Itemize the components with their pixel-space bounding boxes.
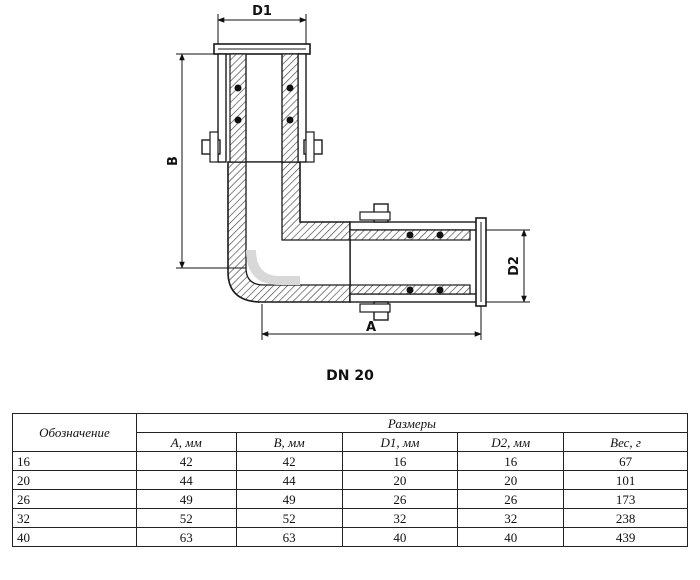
cell-d1: 16 [341,451,459,471]
table-row: 40 63 63 40 40 439 [12,527,688,547]
cell-b: 63 [235,527,343,547]
top-sleeve-left [217,53,227,163]
row-designation: 16 [12,451,137,471]
cell-d2: 40 [457,527,565,547]
dimensions [176,14,530,340]
dim-label-d1: D1 [252,4,272,19]
cell-weight: 439 [563,527,688,547]
cell-a: 42 [135,451,237,471]
row-designation: 32 [12,508,137,528]
cell-d2: 26 [457,489,565,509]
cell-d1: 26 [341,489,459,509]
cell-d1: 32 [341,508,459,528]
header-col-weight: Вес, г [563,432,688,452]
dim-label-a: A [366,320,376,335]
top-seal [286,116,294,124]
table-row: 26 49 49 26 26 173 [12,489,688,509]
header-col-d2: D2, мм [457,432,565,452]
top-seal [286,84,294,92]
top-pipe-wall-right [281,53,299,163]
cell-weight: 101 [563,470,688,490]
cell-b: 42 [235,451,343,471]
cell-weight: 67 [563,451,688,471]
table-row: 32 52 52 32 32 238 [12,508,688,528]
diagram-caption: DN 20 [326,368,374,384]
top-socket [201,43,323,163]
cell-b: 44 [235,470,343,490]
bore [245,161,351,286]
cell-a: 63 [135,527,237,547]
right-seal [436,231,444,239]
cell-d2: 32 [457,508,565,528]
table-row: 16 42 42 16 16 67 [12,451,688,471]
bend-shade [246,250,300,285]
dim-label-b: B [166,156,181,166]
cell-d1: 40 [341,527,459,547]
cell-b: 52 [235,508,343,528]
cell-a: 49 [135,489,237,509]
fitting-body [227,161,351,303]
top-seal [234,84,242,92]
top-pipe-wall-left [229,53,247,163]
header-col-a: A, мм [135,432,237,452]
cell-d1: 20 [341,470,459,490]
cell-a: 52 [135,508,237,528]
top-seal [234,116,242,124]
cell-b: 49 [235,489,343,509]
right-sleeve-top [349,221,479,231]
row-designation: 20 [12,470,137,490]
right-sleeve-bottom [349,293,479,303]
header-dimensions: Размеры [135,413,689,433]
row-designation: 26 [12,489,137,509]
dim-label-d2: D2 [507,256,522,276]
cell-d2: 20 [457,470,565,490]
header-designation: Обозначение [12,413,137,452]
table-row: 20 44 44 20 20 101 [12,470,688,490]
cell-d2: 16 [457,451,565,471]
right-seal [436,286,444,294]
elbow-fitting-drawing: D1 B A D2 [166,4,530,340]
right-seal [406,231,414,239]
right-seal [406,286,414,294]
cell-a: 44 [135,470,237,490]
right-socket [349,203,487,321]
dimensions-table: Обозначение Размеры A, мм B, мм D1, мм D… [12,413,689,547]
cell-weight: 238 [563,508,688,528]
header-col-b: B, мм [235,432,343,452]
cell-weight: 173 [563,489,688,509]
row-designation: 40 [12,527,137,547]
header-col-d1: D1, мм [341,432,459,452]
